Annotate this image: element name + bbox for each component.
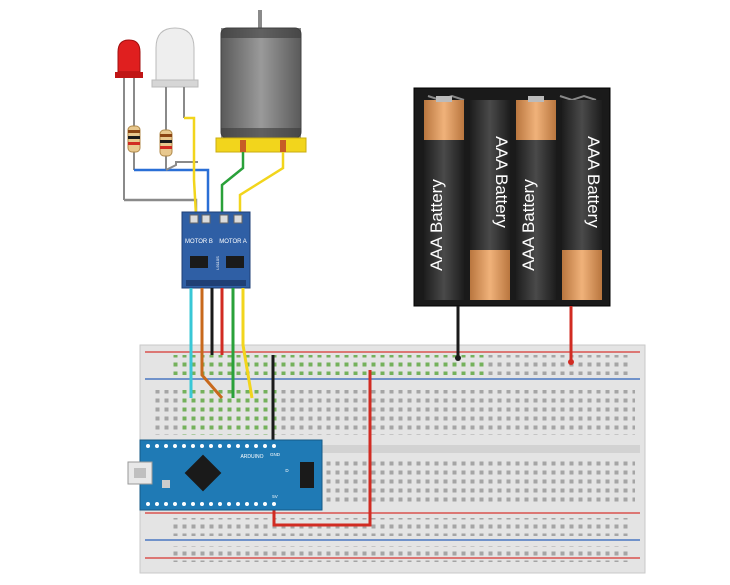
led-blue-wire <box>134 168 210 215</box>
motor-green-wire <box>220 152 245 215</box>
motor-driver-board: MOTOR B MOTOR A L9110S <box>181 211 251 289</box>
resistor-1 <box>127 120 141 170</box>
motor-shaft <box>258 10 262 32</box>
top-rail-green-holes <box>170 355 485 375</box>
spring-2 <box>559 94 597 102</box>
upper-terminal-green-holes <box>180 390 280 435</box>
battery-black-wire-end <box>455 355 461 361</box>
white-led <box>151 27 199 125</box>
arduino-top-pins <box>146 444 276 448</box>
driver-brown-wire <box>200 288 224 399</box>
battery-cell-1: AAA Battery <box>424 96 464 300</box>
arduino-gnd-pin-label: GND <box>270 452 281 457</box>
breadboard <box>139 344 646 574</box>
motor-yellow-wire <box>238 152 285 215</box>
arduino-pcb <box>139 439 323 511</box>
bottom-rail-holes-2 <box>170 546 630 562</box>
driver-chip-a <box>226 256 244 268</box>
resistor-2-lead <box>165 161 198 171</box>
battery-cell-2: AAA Battery <box>470 100 511 300</box>
motor-b-label: MOTOR B <box>185 239 213 245</box>
battery-holder: AAA Battery AAA Battery AAA Battery AAA … <box>413 87 611 307</box>
battery-cell-1-label: AAA Battery <box>427 179 446 271</box>
center-channel <box>145 445 640 453</box>
icsp-header <box>300 462 314 488</box>
resistor-2 <box>159 125 173 170</box>
arduino-nano: ARDUINO GND D 5V <box>127 439 323 511</box>
arduino-red-supply-wire <box>272 370 372 527</box>
arduino-d-label: D <box>285 468 289 473</box>
driver-yellow-wire <box>241 288 254 399</box>
red-led-dome <box>117 39 141 73</box>
dc-motor <box>215 10 307 153</box>
motor-a-label: MOTOR A <box>219 239 247 245</box>
battery-cell-4: AAA Battery <box>562 100 603 300</box>
red-led <box>115 39 143 200</box>
arduino-brand-label: ARDUINO <box>240 454 263 460</box>
bottom-rail-holes <box>170 518 630 536</box>
battery-cell-3-label: AAA Battery <box>519 179 538 271</box>
mcu-chip <box>184 454 222 492</box>
white-led-dome <box>155 27 195 81</box>
driver-chip-label: L9110S <box>215 256 220 270</box>
motor-body <box>220 27 302 139</box>
battery-cell-4-label: AAA Battery <box>584 136 603 228</box>
battery-cell-2-label: AAA Battery <box>492 136 511 228</box>
driver-chip-b <box>190 256 208 268</box>
battery-red-wire-end <box>568 359 574 365</box>
reset-button-icon <box>162 480 170 488</box>
driver-pcb <box>181 211 251 289</box>
led-yellow-wire <box>184 116 198 216</box>
arduino-bottom-pins <box>146 502 276 506</box>
motor-terminal-plate <box>215 137 307 153</box>
battery-cell-3: AAA Battery <box>516 96 556 300</box>
arduino-5v-pin-label: 5V <box>272 494 278 499</box>
